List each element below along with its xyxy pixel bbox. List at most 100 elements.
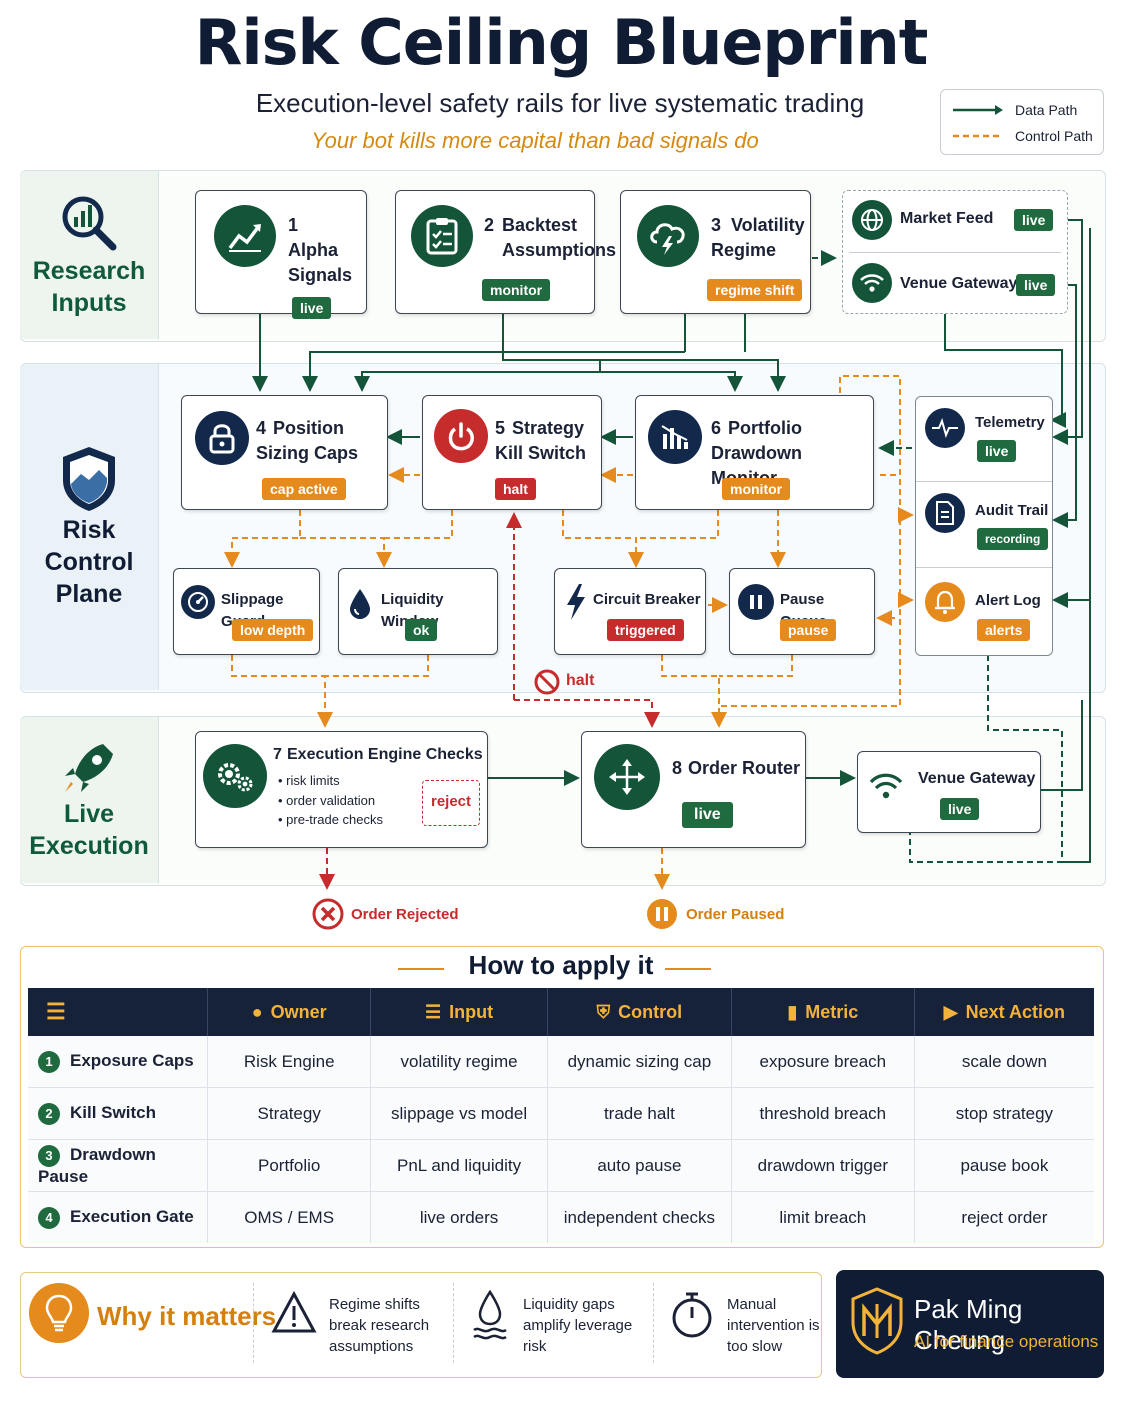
node-execution-engine[interactable]: 7 Execution Engine Checks • risk limits … bbox=[195, 731, 488, 848]
halt-no-entry-icon bbox=[534, 669, 560, 695]
status-badge: halt bbox=[495, 478, 536, 500]
column-header: ●Owner bbox=[207, 988, 372, 1036]
status-badge: cap active bbox=[262, 478, 346, 500]
status-badge: low depth bbox=[232, 619, 314, 641]
divider bbox=[453, 1283, 454, 1363]
node-drawdown-monitor[interactable]: 6 Portfolio Drawdown Monitor monitor bbox=[635, 395, 874, 510]
column-header: ▶Next Action bbox=[914, 988, 1094, 1036]
rejected-x-icon bbox=[312, 898, 344, 930]
column-header: ☰Input bbox=[370, 988, 548, 1036]
storm-cloud-icon bbox=[637, 205, 699, 267]
wifi-icon bbox=[852, 263, 892, 303]
node-sizing-num: 4 bbox=[256, 418, 267, 438]
list-icon: ☰ bbox=[28, 988, 209, 1036]
node-slippage-guard[interactable]: Slippage Guard low depth bbox=[173, 568, 320, 655]
page-tagline: Your bot kills more capital than bad sig… bbox=[311, 128, 759, 153]
node-router-name: Order Router bbox=[688, 758, 801, 778]
status-badge: alerts bbox=[977, 619, 1031, 641]
power-icon bbox=[434, 409, 488, 463]
node-order-router[interactable]: 8 Order Router live bbox=[581, 731, 806, 848]
wifi-icon bbox=[869, 773, 903, 799]
status-badge: live bbox=[1016, 274, 1056, 296]
check-item: • pre-trade checks bbox=[278, 812, 383, 827]
status-badge: monitor bbox=[722, 478, 791, 500]
node-kill-switch[interactable]: 5 Strategy Kill Switch halt bbox=[422, 395, 602, 510]
status-badge: pause bbox=[780, 619, 837, 641]
node-liquidity-window[interactable]: Liquidity Window ok bbox=[338, 568, 498, 655]
page-title: Risk Ceiling Blueprint bbox=[194, 6, 929, 79]
water-drop-icon bbox=[473, 1289, 507, 1340]
audit-label: Audit Trail bbox=[975, 502, 1049, 519]
lock-icon bbox=[195, 411, 249, 465]
node-position-sizing[interactable]: 4 Position Sizing Caps cap active bbox=[181, 395, 388, 510]
title-rule-left bbox=[398, 968, 444, 970]
bar-chart-icon: ▮ bbox=[787, 1001, 798, 1022]
status-badge: live bbox=[1014, 209, 1054, 231]
rocket-icon bbox=[65, 744, 113, 792]
status-badge: triggered bbox=[607, 619, 684, 641]
apply-table: ☰ ●Owner ☰Input ⛨Control ▮Metric ▶Next A… bbox=[28, 988, 1094, 1243]
node-engine-name: Execution Engine Checks bbox=[287, 746, 483, 763]
pause-icon bbox=[738, 584, 774, 620]
alert-log-label: Alert Log bbox=[975, 592, 1041, 609]
divider bbox=[653, 1283, 654, 1363]
page-subtitle: Execution-level safety rails for live sy… bbox=[255, 88, 865, 118]
status-badge: monitor bbox=[482, 279, 551, 301]
apply-title: How to apply it bbox=[468, 950, 654, 980]
pulse-icon bbox=[925, 408, 965, 448]
node-venue-gateway[interactable]: Venue Gateway live bbox=[857, 751, 1041, 833]
document-icon bbox=[925, 493, 965, 533]
apply-section bbox=[20, 946, 1104, 1248]
node-circuit-breaker[interactable]: Circuit Breaker triggered bbox=[554, 568, 706, 655]
status-badge: live bbox=[940, 798, 980, 820]
lane-research-label: Research Inputs bbox=[20, 171, 159, 339]
node-pause-queue[interactable]: Pause Queue pause bbox=[729, 568, 875, 655]
lightbulb-icon bbox=[29, 1283, 89, 1343]
drawdown-chart-icon bbox=[648, 410, 702, 464]
brand-tagline: AI for finance operations bbox=[914, 1332, 1099, 1351]
node-kill-num: 5 bbox=[495, 418, 506, 438]
bell-icon bbox=[925, 582, 965, 622]
shield-check-icon: ⛨ bbox=[596, 1001, 611, 1022]
node-backtest[interactable]: 2 Backtest Assumptions monitor bbox=[395, 190, 616, 314]
check-item: • order validation bbox=[278, 793, 376, 808]
node-liquidity-name: Liquidity Window bbox=[381, 591, 444, 630]
lane-risk-label: Risk Control Plane bbox=[20, 364, 159, 690]
check-item: • risk limits bbox=[278, 773, 340, 788]
node-router-num: 8 bbox=[672, 758, 683, 778]
column-header: ▮Metric bbox=[731, 988, 915, 1036]
order-paused-label: Order Paused bbox=[686, 906, 785, 923]
node-sizing-name: Position Sizing Caps bbox=[256, 418, 359, 463]
status-badge: live bbox=[292, 297, 332, 319]
database-icon: ☰ bbox=[425, 1001, 442, 1022]
globe-icon bbox=[852, 200, 892, 240]
data-path-swatch bbox=[953, 105, 1003, 115]
research-magnifier-icon bbox=[62, 196, 117, 251]
gauge-icon bbox=[181, 585, 215, 619]
status-badge: live bbox=[682, 802, 733, 828]
status-badge: live bbox=[977, 440, 1017, 462]
node-volatility-num: 3 bbox=[711, 215, 722, 235]
legend-data-path: Data Path bbox=[951, 99, 1077, 121]
paused-icon bbox=[647, 899, 677, 929]
control-path-swatch bbox=[953, 134, 999, 138]
legend-control-path: Control Path bbox=[951, 125, 1093, 147]
node-alpha-signals[interactable]: 1 Alpha Signals live bbox=[195, 190, 367, 319]
halt-label: halt bbox=[566, 672, 595, 689]
node-engine-num: 7 bbox=[273, 746, 282, 763]
column-header: ⛨Control bbox=[547, 988, 732, 1036]
brand-monogram-logo-icon bbox=[851, 1287, 903, 1355]
node-volatility[interactable]: 3 Volatility Regime regime shift bbox=[620, 190, 811, 314]
node-kill-name: Strategy Kill Switch bbox=[495, 418, 587, 463]
clipboard-check-icon bbox=[411, 205, 473, 267]
lightning-icon bbox=[567, 584, 585, 620]
shield-icon bbox=[63, 447, 115, 511]
market-feed-label: Market Feed bbox=[900, 210, 994, 227]
telemetry-label: Telemetry bbox=[975, 414, 1045, 431]
